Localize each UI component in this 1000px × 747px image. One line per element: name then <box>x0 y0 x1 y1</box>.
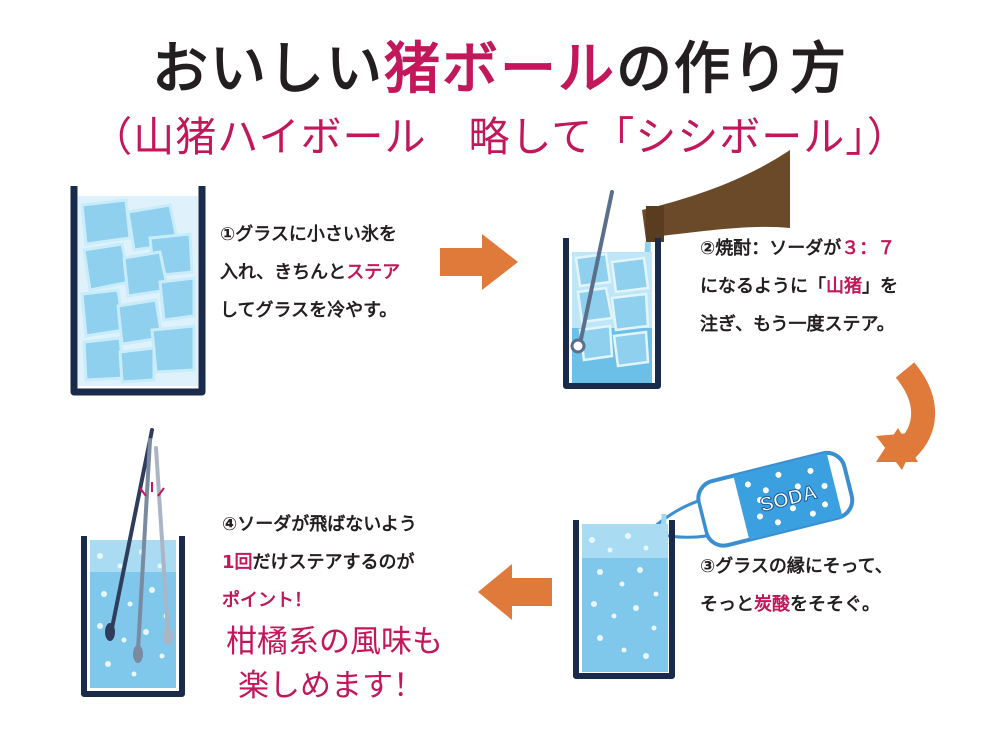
page-title: おいしい猪ボールの作り方 <box>0 38 1000 102</box>
step-4-highlight-1: 柑橘系の風味も <box>226 624 443 660</box>
glass-stirred <box>81 428 185 697</box>
step-2-line-2-a: になるように「 <box>700 276 826 297</box>
step-4-text: ④ソーダが飛ばないよう 1回だけステアするのが ポイント！ <box>222 506 417 620</box>
step-2-line-2-accent: 山猪 <box>826 276 862 297</box>
step-1-line-1: ①グラスに小さい氷を <box>220 224 397 245</box>
step-2-line-1-a: ②焼酎：ソーダが <box>700 238 842 259</box>
step-1-line-2-a: 入れ、きちんと <box>220 262 347 283</box>
step-2-line-3: 注ぎ、もう一度ステア。 <box>700 314 895 335</box>
step-1-line-2-accent: ステア <box>346 262 401 283</box>
glass-with-soda: SODA <box>573 450 855 679</box>
step-4-highlight-2: 楽しめます！ <box>238 668 424 704</box>
step-1-text: ①グラスに小さい氷を 入れ、きちんとステア してグラスを冷やす。 <box>220 216 400 330</box>
step-4-line-2: 1回だけステアするのが <box>222 544 417 582</box>
glass-with-ice <box>70 186 206 396</box>
glass-with-stirrer <box>563 150 790 389</box>
step-3-text: ③グラスの縁にそって、 そっと炭酸をそそぐ。 <box>700 548 893 624</box>
arrow-curved-down-icon <box>876 362 936 470</box>
title-part1: おいしい <box>152 37 384 102</box>
step-2-line-1-accent: ３：７ <box>841 238 896 259</box>
step-4-line-2-accent: 1回 <box>222 552 253 573</box>
subtitle: （山猪ハイボール 略して「シシボール」） <box>91 113 909 161</box>
title-accent: 猪ボール <box>384 37 616 102</box>
step-3-line-2-b: をそそぐ。 <box>790 594 880 615</box>
title-part2: の作り方 <box>616 37 848 102</box>
step-3-line-2-a: そっと <box>700 594 754 615</box>
step-1-line-3: してグラスを冷やす。 <box>220 300 398 321</box>
step-4-line-2-b: だけステアするのが <box>252 552 415 573</box>
step-2-line-2-b: 」を <box>862 276 898 297</box>
step-2-text: ②焼酎：ソーダが３：７ になるように「山猪」を 注ぎ、もう一度ステア。 <box>700 230 898 344</box>
arrow-left-icon <box>478 564 552 620</box>
step-4-line-1: ④ソーダが飛ばないよう <box>222 514 417 535</box>
step-4-line-3: ポイント！ <box>222 590 312 611</box>
step-3-line-2-accent: 炭酸 <box>754 594 790 615</box>
step-1-line-2: 入れ、きちんとステア <box>220 254 400 292</box>
arrow-right-icon <box>440 234 518 290</box>
step-2-line-2: になるように「山猪」を <box>700 268 898 306</box>
step-3-line-1: ③グラスの縁にそって、 <box>700 556 893 577</box>
step-3-line-2: そっと炭酸をそそぐ。 <box>700 586 893 624</box>
step-2-line-1: ②焼酎：ソーダが３：７ <box>700 230 898 268</box>
